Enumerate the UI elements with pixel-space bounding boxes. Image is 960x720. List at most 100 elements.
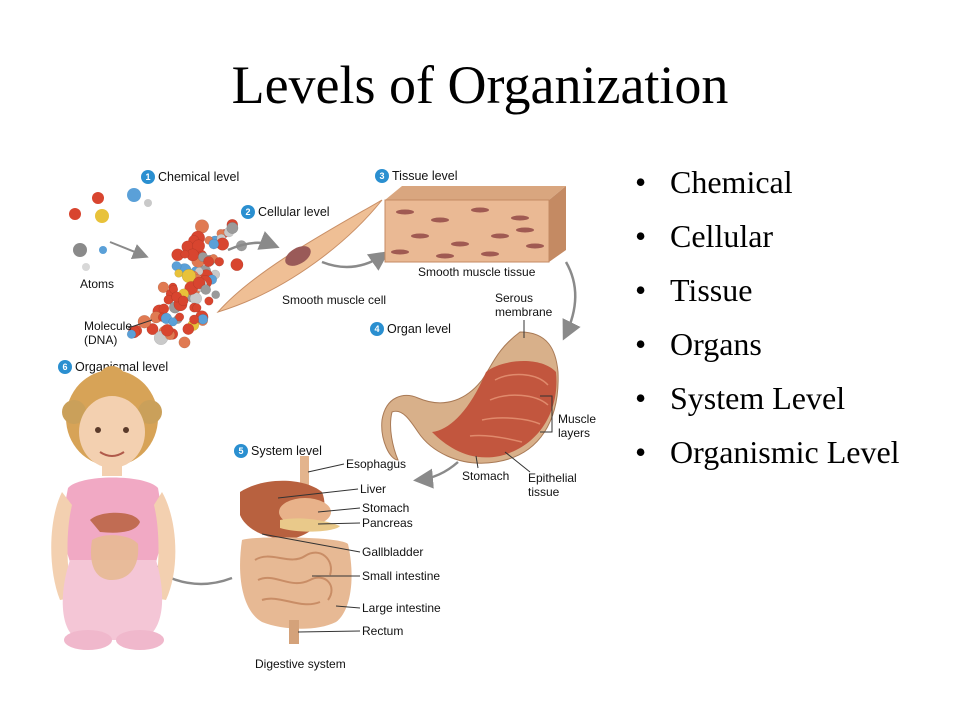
molecule-dna-label: (DNA) [84, 333, 117, 347]
dna-atom [204, 296, 214, 306]
smooth-muscle-cell-illustration [216, 199, 383, 313]
dna-atom [137, 314, 152, 329]
level-label-organ: Organ level [387, 322, 451, 336]
serous-membrane-label-2: membrane [495, 305, 553, 319]
dna-atom [214, 256, 225, 267]
gallbladder-label: Gallbladder [362, 545, 423, 559]
stomach-leader-line [317, 507, 361, 513]
tissue-nucleus [451, 241, 469, 247]
dna-atom [126, 329, 137, 339]
smooth-muscle-tissue-label: Smooth muscle tissue [418, 265, 536, 279]
serous-membrane-label: Serous [495, 291, 533, 305]
dna-atom [175, 312, 185, 322]
dna-atom [197, 313, 209, 325]
level-badge-6: 6 Organismal level [58, 360, 168, 374]
bullet-dot: • [635, 164, 647, 200]
smooth-muscle-cell-label: Smooth muscle cell [282, 293, 386, 307]
svg-text:6: 6 [62, 362, 67, 372]
dna-atom [192, 276, 206, 290]
level-badge-5: 5 System level [234, 444, 322, 458]
dna-atom [157, 281, 170, 293]
tissue-nucleus [511, 215, 529, 221]
pancreas-leader-line [317, 522, 361, 525]
dna-atom [168, 317, 178, 327]
tissue-nucleus [391, 249, 409, 255]
bullet-item: • Chemical [635, 155, 900, 209]
tissue-nucleus [396, 209, 414, 215]
dna-atom [177, 295, 189, 307]
stomach-organ-illustration [381, 331, 559, 464]
tissue-nucleus [436, 253, 454, 259]
bullet-text: System Level [670, 380, 846, 416]
dna-atom [178, 336, 191, 349]
bullet-dot: • [635, 272, 647, 308]
bullet-text: Cellular [670, 218, 774, 254]
epithelial-tissue-label: Epithelial [528, 471, 577, 485]
dna-atom [189, 314, 200, 325]
bullet-item: • Organs [635, 317, 900, 371]
bullet-dot: • [635, 434, 647, 470]
svg-text:3: 3 [379, 171, 384, 181]
bullet-dot: • [635, 218, 647, 254]
stomach-label: Stomach [362, 501, 409, 515]
bullet-text: Chemical [670, 164, 793, 200]
svg-text:5: 5 [238, 446, 243, 456]
dna-atom [192, 303, 202, 313]
child-illustration [51, 366, 176, 650]
dna-molecule-illustration [126, 218, 248, 349]
svg-text:4: 4 [374, 324, 379, 334]
dna-atom [192, 239, 206, 253]
digestive-system-illustration [240, 456, 352, 644]
digestive-system-label: Digestive system [255, 657, 346, 671]
level-label-organismal: Organismal level [75, 360, 168, 374]
bullet-text: Tissue [670, 272, 753, 308]
muscle-layers-label: Muscle [558, 412, 596, 426]
level-label-cellular: Cellular level [258, 205, 330, 219]
stomach-organ-label: Stomach [462, 469, 509, 483]
atoms-label: Atoms [80, 277, 114, 291]
muscle-layers-label-2: layers [558, 426, 590, 440]
digestive-labels: EsophagusLiverStomachPancreasGallbladder… [261, 457, 441, 638]
bullet-text: Organismic Level [670, 434, 900, 470]
pancreas-label: Pancreas [362, 516, 413, 530]
liver-leader-line [277, 488, 359, 499]
dna-atom [160, 324, 174, 337]
svg-text:1: 1 [145, 172, 150, 182]
bullet-text: Organs [670, 326, 762, 362]
dna-atom [174, 268, 184, 278]
level-badge-3: 3 Tissue level [375, 169, 458, 183]
tissue-nucleus [431, 217, 449, 223]
atoms-illustration [69, 188, 152, 271]
bullet-item: • System Level [635, 371, 900, 425]
liver-label: Liver [360, 482, 386, 496]
tissue-nucleus [411, 233, 429, 239]
tissue-nucleus [526, 243, 544, 249]
level-label-tissue: Tissue level [392, 169, 458, 183]
level-label-system: System level [251, 444, 322, 458]
bullet-dot: • [635, 380, 647, 416]
bullet-item: • Cellular [635, 209, 900, 263]
epithelial-tissue-label-2: tissue [528, 485, 560, 499]
slide-title: Levels of Organization [231, 55, 729, 115]
esophagus-label: Esophagus [346, 457, 406, 471]
level-label-chemical: Chemical level [158, 170, 239, 184]
bullet-item: • Tissue [635, 263, 900, 317]
dna-atom [226, 222, 239, 234]
dna-atom [230, 258, 244, 272]
dna-atom [203, 256, 215, 268]
dna-atom [146, 323, 159, 336]
esophagus-leader-line [307, 463, 345, 473]
dna-atom [200, 284, 212, 295]
molecule-label: Molecule [84, 319, 132, 333]
tissue-nucleus [491, 233, 509, 239]
small-intestine-label: Small intestine [362, 569, 440, 583]
rectum-leader-line [297, 630, 361, 633]
bullet-dot: • [635, 326, 647, 362]
rectum-label: Rectum [362, 624, 403, 638]
bullet-item: • Organismic Level [635, 425, 900, 479]
bullet-list: • Chemical • Cellular • Tissue • Organs • Sys… [635, 155, 900, 479]
large-intestine-label: Large intestine [362, 601, 441, 615]
smooth-muscle-tissue-illustration [384, 186, 566, 263]
dna-atom [158, 303, 170, 315]
